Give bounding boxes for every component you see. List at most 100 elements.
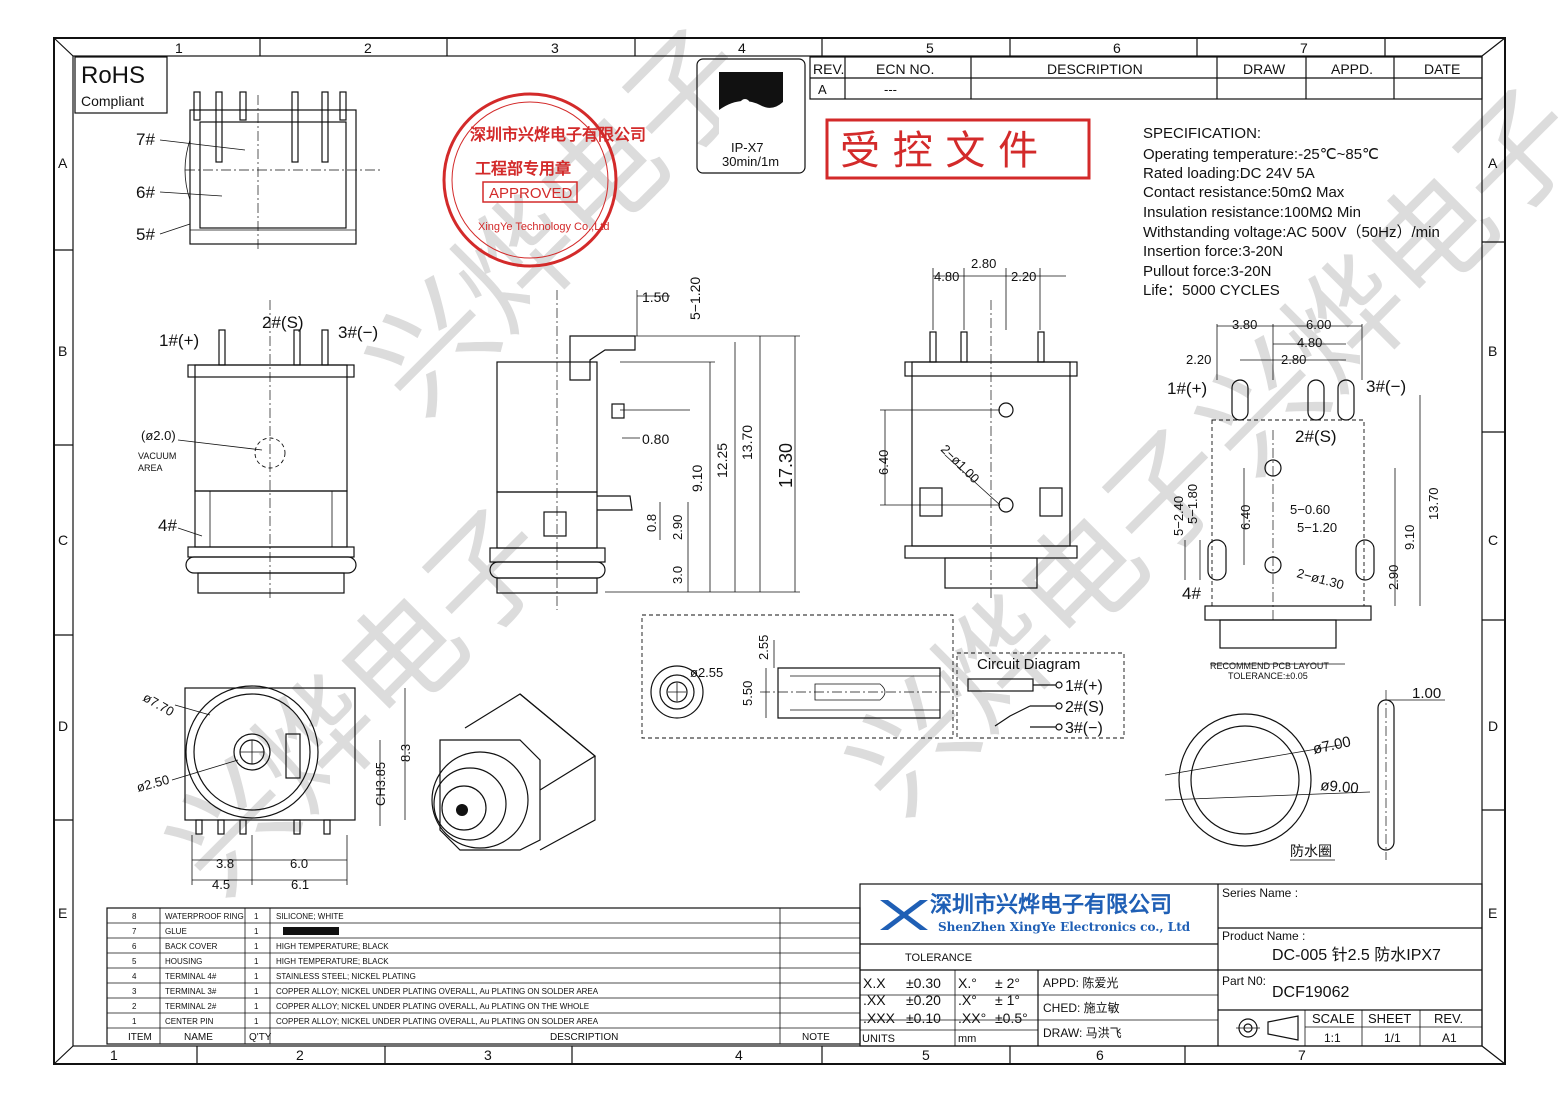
- revision-table: REV. ECN NO. DESCRIPTION DRAW APPD. DATE…: [809, 56, 1483, 100]
- svg-text:2.90: 2.90: [670, 515, 685, 540]
- svg-text:9.10: 9.10: [1402, 525, 1417, 550]
- svg-text:CENTER PIN: CENTER PIN: [165, 1017, 214, 1026]
- svg-text:UNITS: UNITS: [862, 1033, 895, 1045]
- svg-text:6#: 6#: [136, 183, 155, 202]
- svg-text:ITEM: ITEM: [128, 1032, 152, 1043]
- svg-text:ø2.50: ø2.50: [135, 772, 171, 795]
- svg-text:NAME: NAME: [184, 1032, 213, 1043]
- svg-text:4.5: 4.5: [212, 877, 230, 892]
- svg-text:1: 1: [254, 972, 259, 981]
- svg-text:4: 4: [132, 972, 137, 981]
- svg-text:DESCRIPTION: DESCRIPTION: [1047, 61, 1143, 77]
- svg-text:DATE: DATE: [1424, 61, 1460, 77]
- svg-text:D: D: [58, 718, 68, 734]
- svg-text:DESCRIPTION: DESCRIPTION: [550, 1032, 618, 1043]
- svg-text:6: 6: [1113, 40, 1121, 56]
- svg-text:1: 1: [254, 912, 259, 921]
- svg-text:7#: 7#: [136, 130, 155, 149]
- svg-text:5−2.40: 5−2.40: [1171, 496, 1186, 536]
- svg-text:C: C: [58, 532, 68, 548]
- svg-text:.X°: .X°: [958, 992, 977, 1008]
- svg-text:DC-005 针2.5 防水IPX7: DC-005 针2.5 防水IPX7: [1272, 946, 1441, 964]
- svg-text:6.40: 6.40: [1238, 505, 1253, 530]
- bom-row: 2 TERMINAL 2# 1 COPPER ALLOY; NICKEL UND…: [132, 1002, 589, 1011]
- specification-block: SPECIFICATION: Operating temperature:-25…: [1143, 125, 1440, 299]
- svg-text:5−1.20: 5−1.20: [687, 277, 703, 320]
- svg-text:6.00: 6.00: [1306, 317, 1331, 332]
- svg-text:Pullout force:3-20N: Pullout force:3-20N: [1143, 263, 1271, 280]
- svg-text:CH3.85: CH3.85: [373, 762, 388, 806]
- svg-text:A1: A1: [1442, 1031, 1457, 1045]
- svg-text:COPPER ALLOY; NICKEL UNDER PLA: COPPER ALLOY; NICKEL UNDER PLATING OVERA…: [276, 987, 599, 996]
- svg-text:TERMINAL 4#: TERMINAL 4#: [165, 972, 217, 981]
- svg-text:1: 1: [254, 957, 259, 966]
- svg-text:30min/1m: 30min/1m: [722, 154, 779, 169]
- svg-text:DCF19062: DCF19062: [1272, 984, 1349, 1001]
- svg-text:B: B: [1488, 343, 1497, 359]
- svg-text:1#(+): 1#(+): [1167, 379, 1207, 398]
- svg-text:AREA: AREA: [138, 463, 163, 473]
- controlled-document-mark: 受 控 文 件: [825, 118, 1091, 180]
- svg-text:Insulation resistance:100MΩ Mi: Insulation resistance:100MΩ Min: [1143, 204, 1361, 221]
- svg-text:Contact resistance:50mΩ Max: Contact resistance:50mΩ Max: [1143, 184, 1345, 201]
- svg-text:6.1: 6.1: [291, 877, 309, 892]
- svg-text:5#: 5#: [136, 225, 155, 244]
- title-block: 深圳市兴烨电子有限公司 ShenZhen XingYe Electronics …: [859, 883, 1483, 1047]
- svg-text:APPROVED: APPROVED: [489, 185, 573, 202]
- svg-text:7: 7: [1300, 40, 1308, 56]
- svg-text:HIGH TEMPERATURE; BLACK: HIGH TEMPERATURE; BLACK: [276, 957, 389, 966]
- svg-text:TOLERANCE: TOLERANCE: [905, 952, 972, 964]
- svg-text:A: A: [58, 155, 68, 171]
- approval-stamp: 深圳市兴烨电子有限公司 工程部专用章 APPROVED XingYe Techn…: [442, 92, 646, 268]
- svg-text:(ø2.0): (ø2.0): [141, 428, 176, 443]
- svg-text:WATERPROOF RING: WATERPROOF RING: [165, 912, 244, 921]
- svg-text:GLUE: GLUE: [165, 927, 187, 936]
- svg-text:2: 2: [296, 1047, 304, 1063]
- svg-text:APPD: 陈爱光: APPD: 陈爱光: [1043, 975, 1118, 990]
- svg-text:Operating temperature:-25℃~85℃: Operating temperature:-25℃~85℃: [1143, 146, 1379, 163]
- svg-text:2#(S): 2#(S): [1065, 699, 1104, 716]
- svg-text:Compliant: Compliant: [81, 93, 144, 109]
- svg-text:A: A: [1488, 155, 1498, 171]
- svg-text:B: B: [58, 343, 67, 359]
- svg-text:ø7.00: ø7.00: [1311, 733, 1352, 758]
- svg-text:± 2°: ± 2°: [995, 975, 1020, 991]
- svg-text:REV.: REV.: [813, 61, 844, 77]
- svg-text:TERMINAL 3#: TERMINAL 3#: [165, 987, 217, 996]
- front-view: 1#(+) 2#(S) 3#(−) 4# (ø2.0) VACUUM AREA: [138, 300, 378, 600]
- svg-text:1: 1: [254, 1017, 259, 1026]
- svg-text:Product Name :: Product Name :: [1222, 929, 1305, 943]
- projection-symbol: [1236, 1015, 1299, 1041]
- company-logo: [880, 900, 928, 930]
- svg-text:2.90: 2.90: [1386, 565, 1401, 590]
- svg-text:±0.5°: ±0.5°: [995, 1010, 1028, 1026]
- svg-text:2−ø1.30: 2−ø1.30: [1295, 565, 1345, 592]
- svg-text:3: 3: [132, 987, 137, 996]
- svg-text:4: 4: [738, 40, 746, 56]
- svg-text:X.X: X.X: [863, 975, 886, 991]
- svg-text:5−0.60: 5−0.60: [1290, 502, 1330, 517]
- side-view: 1.50 5−1.20 0.80 9.10 12.25 13.70 17.30 …: [489, 277, 800, 610]
- svg-text:Withstanding voltage:AC 500V（5: Withstanding voltage:AC 500V（50Hz）/min: [1143, 224, 1440, 241]
- svg-text:RECOMMEND PCB LAYOUT: RECOMMEND PCB LAYOUT: [1210, 661, 1329, 671]
- svg-text:8.3: 8.3: [398, 744, 413, 762]
- svg-text:5: 5: [132, 957, 137, 966]
- svg-text:2.55: 2.55: [756, 635, 771, 660]
- svg-text:3: 3: [551, 40, 559, 56]
- svg-text:Circuit Diagram: Circuit Diagram: [977, 656, 1080, 673]
- waterproof-ring: 1.00 ø7.00 ø9.00 防水圈: [1164, 685, 1445, 861]
- svg-text:HOUSING: HOUSING: [165, 957, 202, 966]
- svg-text:SILICONE; WHITE: SILICONE; WHITE: [276, 912, 344, 921]
- svg-text:TERMINAL 2#: TERMINAL 2#: [165, 1002, 217, 1011]
- svg-text:SPECIFICATION:: SPECIFICATION:: [1143, 125, 1261, 142]
- company-name-cn: 深圳市兴烨电子有限公司: [930, 892, 1172, 918]
- svg-text:深圳市兴烨电子有限公司: 深圳市兴烨电子有限公司: [470, 125, 646, 144]
- svg-text:IP-X7: IP-X7: [731, 140, 764, 155]
- bom-row: 3 TERMINAL 3# 1 COPPER ALLOY; NICKEL UND…: [132, 987, 599, 996]
- svg-text:7: 7: [1298, 1047, 1306, 1063]
- svg-text:3#(−): 3#(−): [338, 323, 378, 342]
- drawing-frame: 1 2 3 4 5 6 7 1 2 3 4 5 6 7 A B C D E A …: [53, 37, 1506, 1065]
- svg-text:A: A: [818, 82, 827, 97]
- svg-text:D: D: [1488, 718, 1498, 734]
- svg-text:17.30: 17.30: [776, 443, 796, 488]
